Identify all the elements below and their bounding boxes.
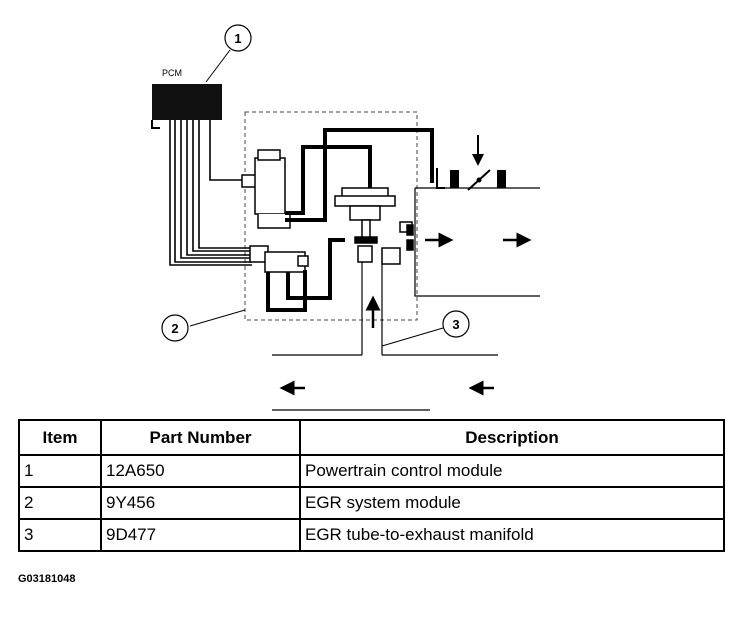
table-row: 3 9D477 EGR tube-to-exhaust manifold — [18, 518, 725, 552]
callout-1: 1 — [205, 24, 252, 83]
header-part-number: Part Number — [100, 419, 301, 456]
cell-part-number: 12A650 — [100, 454, 301, 488]
cell-description: EGR system module — [299, 486, 725, 520]
callout-3: 3 — [381, 310, 470, 347]
egr-valve — [334, 187, 414, 265]
throttle-body — [436, 135, 506, 191]
header-description: Description — [299, 419, 725, 456]
flow-arrows — [279, 232, 532, 396]
parts-table: Item Part Number Description 1 12A650 Po… — [18, 419, 725, 552]
figure-code: G03181048 — [18, 573, 76, 585]
table-header-row: Item Part Number Description — [18, 419, 725, 456]
callout-1-label: 1 — [234, 31, 241, 46]
callout-3-label: 3 — [452, 317, 459, 332]
egr-module-boundary — [244, 111, 418, 321]
callout-2-label: 2 — [171, 321, 178, 336]
egr-tube — [361, 262, 383, 355]
vacuum-regulator-solenoid — [241, 149, 291, 229]
vacuum-hoses — [266, 128, 434, 312]
cell-item: 3 — [18, 518, 102, 552]
table-row: 1 12A650 Powertrain control module — [18, 454, 725, 488]
header-item: Item — [18, 419, 102, 456]
cell-description: EGR tube-to-exhaust manifold — [299, 518, 725, 552]
table-row: 2 9Y456 EGR system module — [18, 486, 725, 520]
cell-part-number: 9Y456 — [100, 486, 301, 520]
egr-pressure-sensor — [249, 245, 309, 273]
intake-manifold — [414, 187, 540, 297]
cell-item: 2 — [18, 486, 102, 520]
pcm-wiring — [169, 120, 252, 266]
cell-part-number: 9D477 — [100, 518, 301, 552]
exhaust-manifold — [272, 354, 498, 411]
pcm-label: PCM — [162, 68, 182, 78]
cell-description: Powertrain control module — [299, 454, 725, 488]
callout-2: 2 — [161, 309, 246, 342]
egr-system-diagram: 1 PCM — [151, 24, 540, 411]
cell-item: 1 — [18, 454, 102, 488]
pcm-module — [152, 84, 222, 120]
